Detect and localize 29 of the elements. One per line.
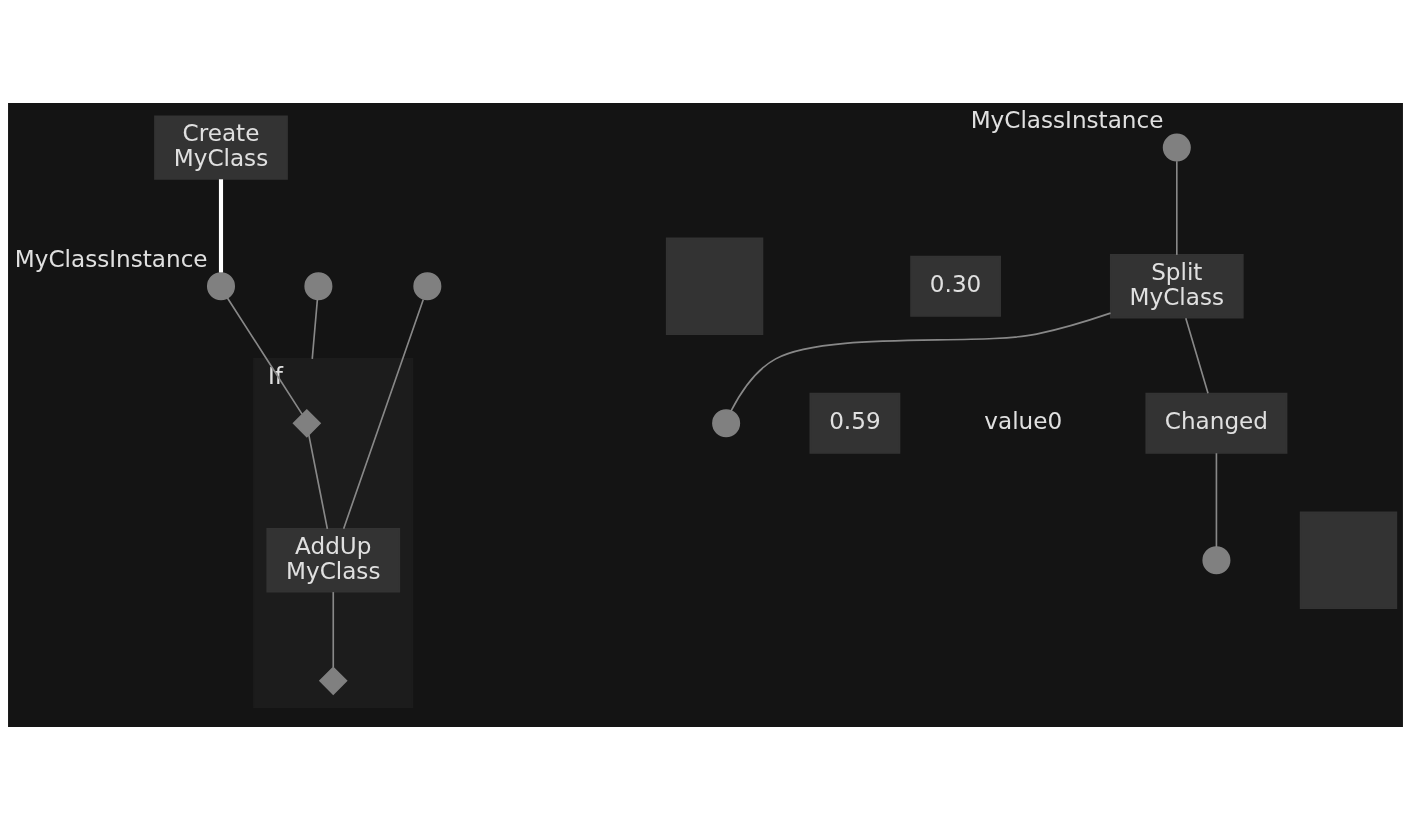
node-circle: [304, 272, 333, 301]
node-diamond: [292, 408, 322, 438]
node-circle: [206, 272, 236, 301]
label: value0: [984, 408, 1063, 435]
node-box: [1299, 511, 1398, 609]
node-circle: [712, 409, 741, 438]
node-circle: [1202, 546, 1231, 575]
node-box: Changed: [1145, 392, 1288, 454]
node-diamond: [318, 666, 348, 696]
connector: [1215, 452, 1218, 548]
connector: [311, 298, 319, 360]
connector: [226, 297, 303, 415]
connector: [308, 434, 329, 530]
connector: [1184, 317, 1209, 395]
connector: [218, 179, 224, 273]
node-box: [665, 237, 764, 335]
node-box: AddUp MyClass: [266, 528, 401, 593]
node-label: MyClassInstance: [14, 245, 208, 272]
node-circle: [1162, 133, 1191, 162]
connector: [730, 312, 1112, 412]
connector: [1175, 160, 1178, 256]
node-label: MyClassInstance: [970, 107, 1164, 134]
node-box: 0.30: [910, 255, 1001, 317]
connector: [342, 298, 425, 530]
connector: [332, 591, 335, 668]
node-box: 0.59: [809, 392, 901, 454]
node-box: Split MyClass: [1109, 254, 1244, 319]
node-box: Create MyClass: [154, 115, 288, 180]
node-circle: [413, 272, 442, 301]
